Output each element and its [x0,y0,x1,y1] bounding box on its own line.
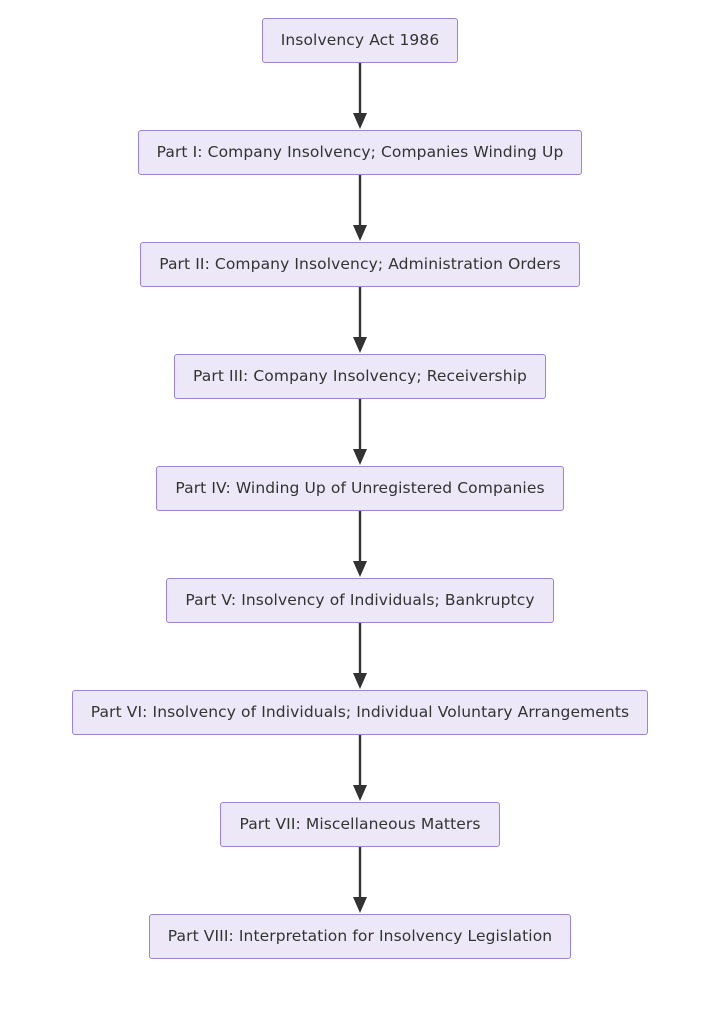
node-label: Part I: Company Insolvency; Companies Wi… [156,142,564,161]
flow-arrow-part5-to-part6 [353,623,367,689]
node-label: Part IV: Winding Up of Unregistered Comp… [175,478,545,497]
flowchart-node-part2[interactable]: Part II: Company Insolvency; Administrat… [140,242,580,287]
flow-arrow-part3-to-part4 [353,399,367,465]
flow-arrow-part1-to-part2 [353,175,367,241]
node-label: Part II: Company Insolvency; Administrat… [159,254,561,273]
flowchart-node-part6[interactable]: Part VI: Insolvency of Individuals; Indi… [71,690,649,735]
flow-arrow-part4-to-part5 [353,511,367,577]
flowchart-node-act[interactable]: Insolvency Act 1986 [261,18,459,63]
node-label: Part III: Company Insolvency; Receiversh… [193,366,527,385]
flow-arrow-part6-to-part7 [353,735,367,801]
node-label: Part VII: Miscellaneous Matters [239,814,481,833]
node-label: Part VI: Insolvency of Individuals; Indi… [90,702,630,721]
flow-arrow-part7-to-part8 [353,847,367,913]
flowchart-node-part4[interactable]: Part IV: Winding Up of Unregistered Comp… [156,466,564,511]
flow-arrow-part2-to-part3 [353,287,367,353]
node-label: Part VIII: Interpretation for Insolvency… [167,926,553,945]
flow-arrow-act-to-part1 [353,63,367,129]
node-label: Part V: Insolvency of Individuals; Bankr… [185,590,535,609]
flowchart-node-part1[interactable]: Part I: Company Insolvency; Companies Wi… [137,130,583,175]
flowchart-node-part7[interactable]: Part VII: Miscellaneous Matters [220,802,500,847]
flowchart-node-part3[interactable]: Part III: Company Insolvency; Receiversh… [174,354,546,399]
node-label: Insolvency Act 1986 [280,30,440,49]
flowchart-node-part5[interactable]: Part V: Insolvency of Individuals; Bankr… [166,578,554,623]
flowchart-node-part8[interactable]: Part VIII: Interpretation for Insolvency… [148,914,572,959]
